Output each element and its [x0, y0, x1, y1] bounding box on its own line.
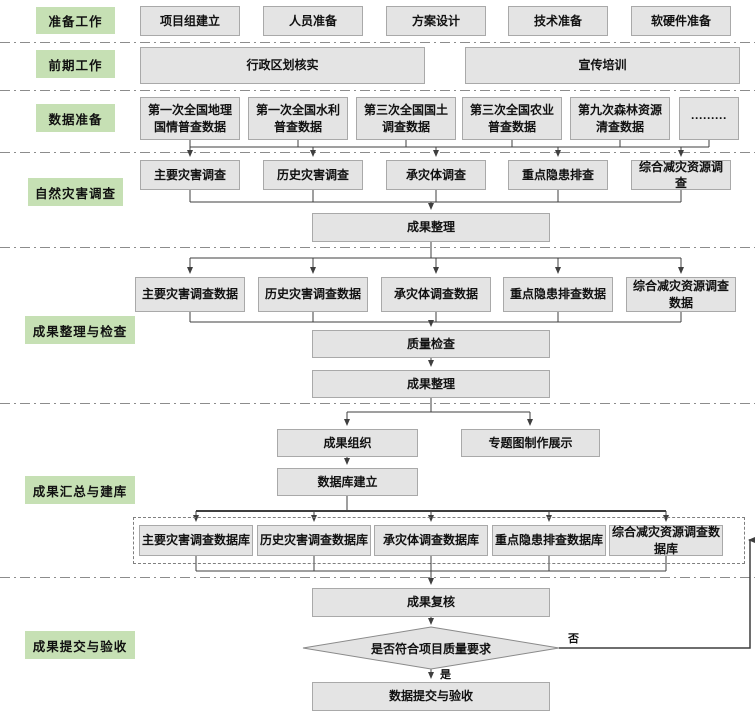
node-project-team-setup: 项目组建立 [140, 6, 240, 36]
node-historical-disaster-survey-database: 历史灾害调查数据库 [257, 525, 371, 556]
lane-label-results-check: 成果整理与检查 [25, 316, 135, 344]
decision-yes-label: 是 [440, 669, 451, 681]
node-more-data-ellipsis: ········· [679, 97, 739, 140]
node-plan-design: 方案设计 [386, 6, 486, 36]
node-geo-census-data: 第一次全国地理 国情普查数据 [140, 97, 240, 140]
lane-label-submission-acceptance: 成果提交与验收 [25, 631, 135, 659]
separator-line [0, 247, 755, 248]
node-software-hardware-prep: 软硬件准备 [631, 6, 731, 36]
node-mitigation-resource-survey-data: 综合减灾资源调查数据 [626, 277, 736, 312]
node-agri-census-data: 第三次全国农业 普查数据 [462, 97, 562, 140]
node-hazard-bearing-body-survey: 承灾体调查 [386, 160, 486, 190]
node-results-arrangement-2: 成果整理 [312, 370, 550, 398]
separator-line [0, 90, 755, 91]
lane-label-data-preparation: 数据准备 [36, 104, 115, 132]
node-admin-division-check: 行政区划核实 [140, 47, 425, 84]
node-data-submission-acceptance: 数据提交与验收 [312, 682, 550, 711]
separator-line [0, 577, 755, 578]
node-major-disaster-survey-database: 主要灾害调查数据库 [139, 525, 253, 556]
node-key-hidden-danger-check-database: 重点隐患排查数据库 [492, 525, 606, 556]
node-hazard-bearing-body-survey-database: 承灾体调查数据库 [374, 525, 488, 556]
node-key-hidden-danger-check: 重点隐患排查 [508, 160, 608, 190]
separator-line [0, 152, 755, 153]
node-major-disaster-survey-data: 主要灾害调查数据 [135, 277, 245, 312]
database-group-container [133, 517, 745, 564]
separator-line [0, 403, 755, 404]
decision-quality-requirement: 是否符合项目质量要求 [370, 641, 491, 656]
lane-label-early-stage: 前期工作 [36, 50, 115, 78]
node-mitigation-resource-survey: 综合减灾资源调查 [631, 160, 731, 190]
node-mitigation-resource-survey-database: 综合减灾资源调查数据库 [609, 525, 723, 556]
node-results-review: 成果复核 [312, 588, 550, 617]
node-forest-inventory-data: 第九次森林资源 清查数据 [570, 97, 670, 140]
node-personnel-prep: 人员准备 [263, 6, 363, 36]
node-major-disaster-survey: 主要灾害调查 [140, 160, 240, 190]
node-publicity-training: 宣传培训 [465, 47, 740, 84]
node-water-census-data: 第一次全国水利 普查数据 [248, 97, 348, 140]
node-results-arrangement-1: 成果整理 [312, 213, 550, 242]
separator-line [0, 42, 755, 43]
decision-no-label: 否 [568, 633, 579, 645]
lane-label-disaster-survey: 自然灾害调查 [28, 178, 123, 206]
node-land-survey-data: 第三次全国国土 调查数据 [356, 97, 456, 140]
node-thematic-map-display: 专题图制作展示 [461, 429, 600, 457]
node-key-hidden-danger-check-data: 重点隐患排查数据 [503, 277, 613, 312]
node-database-creation: 数据库建立 [277, 468, 418, 496]
node-historical-disaster-survey: 历史灾害调查 [263, 160, 363, 190]
node-technical-prep: 技术准备 [508, 6, 608, 36]
node-historical-disaster-survey-data: 历史灾害调查数据 [258, 277, 368, 312]
lane-label-preparation: 准备工作 [36, 7, 115, 34]
lane-label-results-database: 成果汇总与建库 [25, 476, 135, 504]
node-hazard-bearing-body-survey-data: 承灾体调查数据 [381, 277, 491, 312]
node-results-organization: 成果组织 [277, 429, 418, 457]
node-quality-check: 质量检查 [312, 330, 550, 358]
